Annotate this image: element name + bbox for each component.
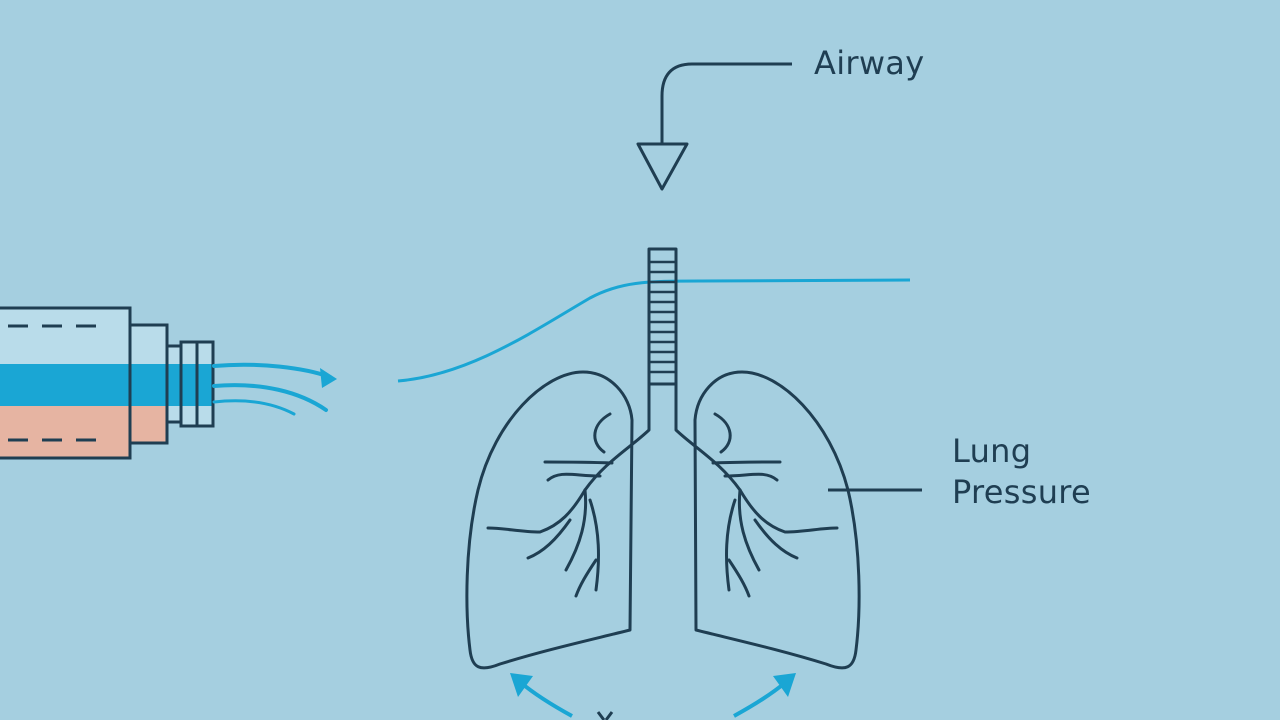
flow-stream-middle xyxy=(212,383,328,412)
syringe-neck-flow xyxy=(130,364,167,406)
partial-bottom-glyph xyxy=(596,711,614,720)
left-expansion-arrowhead xyxy=(510,673,533,697)
syringe-warm-fluid xyxy=(0,406,130,458)
syringe-tip-flow xyxy=(167,364,181,406)
left-lung-outline xyxy=(465,370,634,670)
flow-streams xyxy=(212,362,337,416)
right-bronchi-branch-7 xyxy=(727,558,751,598)
right-lung-outline xyxy=(693,370,861,670)
right-bronchi-branch-6 xyxy=(725,498,737,592)
syringe-icon xyxy=(0,306,215,460)
trachea xyxy=(647,247,678,386)
curved-arrow-icon xyxy=(510,673,796,720)
trachea-rings xyxy=(647,260,678,374)
right-bronchi-branch-2 xyxy=(723,472,779,482)
airway-pointer xyxy=(636,62,792,191)
syringe-flow-band xyxy=(0,364,130,406)
right-bronchi-branch-4 xyxy=(737,488,761,572)
left-bronchi-curl xyxy=(593,412,612,454)
down-triangle-arrow-icon xyxy=(636,142,689,191)
right-bronchi-curl xyxy=(713,412,732,454)
lung-pressure-label-line1: Lung xyxy=(952,432,1032,470)
lung-pressure-label-line2: Pressure xyxy=(952,473,1092,511)
lungs-icon xyxy=(465,247,861,670)
left-bronchi-branch-3 xyxy=(486,488,587,534)
right-main-bronchus xyxy=(674,382,742,492)
flow-stream-arrowhead xyxy=(320,368,337,388)
left-bronchi-branch-5 xyxy=(526,518,572,560)
left-bronchi-branch-7 xyxy=(574,558,598,598)
flow-stream-bottom xyxy=(212,399,296,416)
syringe-neck-warm xyxy=(130,406,167,443)
left-bronchi-branch-1 xyxy=(543,460,614,465)
right-bronchi-branch-3 xyxy=(738,488,839,534)
left-bronchi-branch-2 xyxy=(546,472,602,482)
right-bronchi-branch-1 xyxy=(711,460,782,465)
airway-label: Airway xyxy=(814,44,925,82)
right-expansion-arrowhead xyxy=(773,673,796,697)
left-bronchi-branch-4 xyxy=(564,488,588,572)
airway-leader-line xyxy=(660,62,792,144)
left-main-bronchus xyxy=(583,382,651,492)
right-bronchi-branch-5 xyxy=(753,518,799,560)
left-bronchi-branch-6 xyxy=(588,498,600,592)
